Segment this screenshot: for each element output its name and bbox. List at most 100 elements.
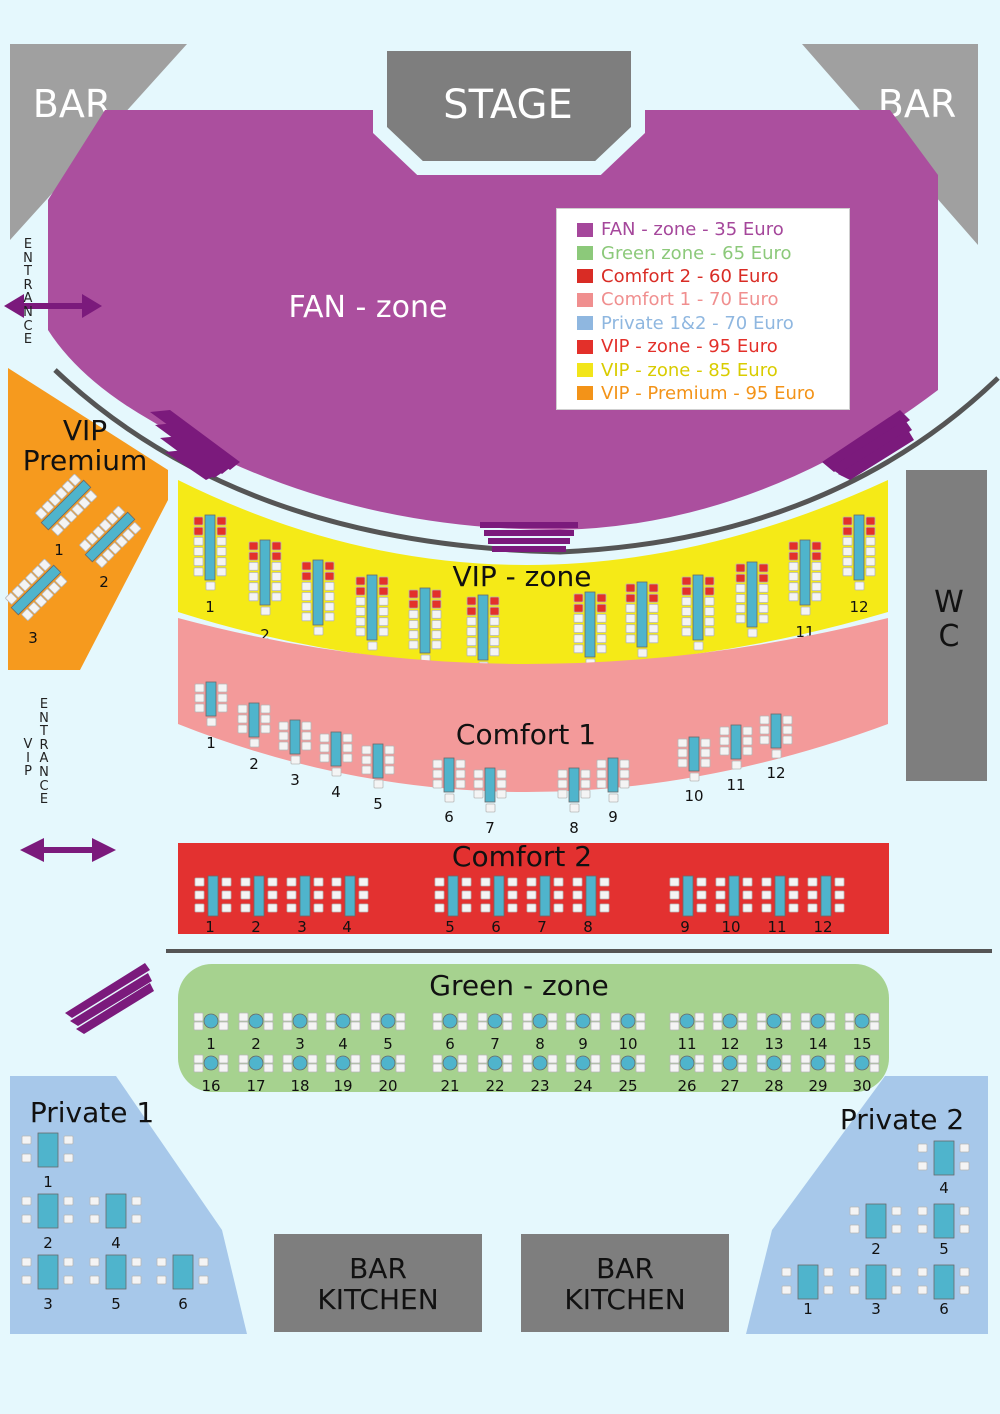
table-group[interactable]: 11 xyxy=(719,724,753,794)
table-group[interactable]: 6 xyxy=(432,1012,468,1053)
table-group[interactable]: 3 xyxy=(301,559,335,663)
table-group[interactable]: 2 xyxy=(237,702,271,773)
table-group[interactable]: 1 xyxy=(33,472,98,559)
chair xyxy=(260,714,271,724)
table-group[interactable]: 6 xyxy=(432,757,466,826)
table-group[interactable]: 6 xyxy=(917,1264,970,1318)
table-group[interactable]: 7 xyxy=(526,875,564,936)
table-group[interactable]: 1 xyxy=(21,1132,74,1191)
table-group[interactable]: 25 xyxy=(610,1054,646,1095)
table-group[interactable]: 9 xyxy=(669,875,707,936)
table-group[interactable]: 29 xyxy=(800,1054,836,1095)
table-group[interactable]: 22 xyxy=(477,1054,513,1095)
table-group[interactable]: 6 xyxy=(156,1254,209,1313)
table-group[interactable]: 1 xyxy=(193,1012,229,1053)
chair xyxy=(384,755,395,765)
table-group[interactable]: 9 xyxy=(596,757,630,826)
table-group[interactable]: 2 xyxy=(21,1193,74,1252)
table-group[interactable]: 2 xyxy=(238,1012,274,1053)
table-group[interactable]: 8 xyxy=(557,767,591,837)
table-group[interactable]: 2 xyxy=(849,1203,902,1258)
table-group[interactable]: 17 xyxy=(238,1054,274,1095)
table-group[interactable]: 4 xyxy=(89,1193,142,1252)
table-number: 5 xyxy=(383,1035,393,1053)
table-group[interactable]: 19 xyxy=(325,1054,361,1095)
table-group[interactable]: 3 xyxy=(286,875,324,936)
table-group[interactable]: 4 xyxy=(325,1012,361,1053)
table-group[interactable]: 5 xyxy=(917,1203,970,1258)
table-group[interactable]: 26 xyxy=(669,1054,705,1095)
table-group[interactable]: 3 xyxy=(278,719,312,789)
table-group[interactable]: 24 xyxy=(565,1054,601,1095)
chair xyxy=(917,1285,928,1295)
table-group[interactable]: 18 xyxy=(282,1054,318,1095)
table-group[interactable]: 4 xyxy=(331,875,369,936)
table-group[interactable]: 12 xyxy=(712,1012,748,1053)
chair xyxy=(800,1054,811,1064)
table-group[interactable]: 7 xyxy=(473,767,507,837)
table-group[interactable]: 8 xyxy=(572,875,610,936)
table-group[interactable]: 8 xyxy=(625,581,659,683)
chair xyxy=(384,765,395,775)
table xyxy=(799,539,811,606)
table-group[interactable]: 12 xyxy=(807,875,845,936)
chair xyxy=(648,583,659,593)
table-group[interactable]: 4 xyxy=(355,574,389,680)
chair xyxy=(825,1012,836,1022)
chair xyxy=(800,606,811,616)
chair xyxy=(370,1012,381,1022)
table xyxy=(248,1055,264,1071)
table-group[interactable]: 3 xyxy=(849,1264,902,1318)
table-group[interactable]: 1 xyxy=(781,1264,834,1318)
chair xyxy=(324,581,335,591)
table-group[interactable]: 28 xyxy=(756,1054,792,1095)
table-group[interactable]: 6 xyxy=(480,875,518,936)
chair xyxy=(648,593,659,603)
table-group[interactable]: 5 xyxy=(434,875,472,936)
table-group[interactable]: 10 xyxy=(610,1012,646,1053)
chair xyxy=(21,1135,32,1145)
chair xyxy=(355,617,366,627)
table-group[interactable]: 15 xyxy=(844,1012,880,1053)
table-group[interactable]: 9 xyxy=(565,1012,601,1053)
table-group[interactable]: 7 xyxy=(477,1012,513,1053)
table-group[interactable]: 12 xyxy=(842,514,876,616)
table-group[interactable]: 14 xyxy=(800,1012,836,1053)
table-group[interactable]: 10 xyxy=(715,875,753,936)
table-number: 25 xyxy=(618,1077,637,1095)
table-group[interactable]: 5 xyxy=(89,1254,142,1313)
table-group[interactable]: 8 xyxy=(522,1012,558,1053)
table-group[interactable]: 5 xyxy=(370,1012,406,1053)
table-group[interactable]: 2 xyxy=(77,504,142,591)
table-group[interactable]: 11 xyxy=(761,875,799,936)
table-group[interactable]: 3 xyxy=(282,1012,318,1053)
table-group[interactable]: 12 xyxy=(759,713,793,782)
table-group[interactable]: 16 xyxy=(193,1054,229,1095)
chair xyxy=(522,1021,533,1031)
table-group[interactable]: 11 xyxy=(669,1012,705,1053)
table-group[interactable]: 3 xyxy=(3,557,68,647)
table-group[interactable]: 1 xyxy=(193,514,227,616)
table-group[interactable]: 3 xyxy=(21,1254,74,1313)
table-group[interactable]: 4 xyxy=(917,1140,970,1197)
table-group[interactable]: 20 xyxy=(370,1054,406,1095)
table-group[interactable]: 4 xyxy=(319,731,353,801)
chair xyxy=(771,749,782,759)
table-group[interactable]: 10 xyxy=(677,736,711,805)
table-group[interactable]: 2 xyxy=(240,875,278,936)
chair xyxy=(378,627,389,637)
table-group[interactable]: 1 xyxy=(194,875,232,936)
chair xyxy=(461,890,472,900)
legend-label: VIP - zone - 95 Euro xyxy=(601,336,778,358)
table-group[interactable]: 2 xyxy=(248,539,282,644)
table-group[interactable]: 21 xyxy=(432,1054,468,1095)
chair xyxy=(735,594,746,603)
table-group[interactable]: 30 xyxy=(844,1054,880,1095)
table-group[interactable]: 27 xyxy=(712,1054,748,1095)
table-group[interactable]: 5 xyxy=(361,743,395,813)
legend-swatch xyxy=(577,222,593,237)
table-group[interactable]: 23 xyxy=(522,1054,558,1095)
table-group[interactable]: 13 xyxy=(756,1012,792,1053)
table-group[interactable]: 1 xyxy=(194,681,228,752)
table xyxy=(770,713,782,749)
